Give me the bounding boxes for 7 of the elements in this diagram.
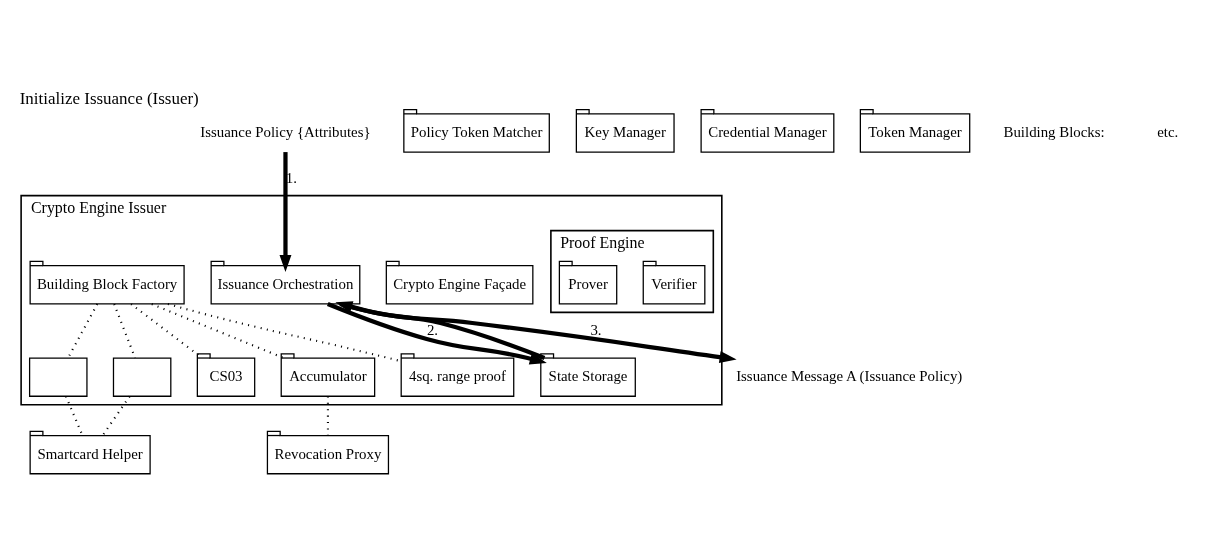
- node-text: Issuance Message A (Issuance Policy): [736, 368, 963, 385]
- label: Building Blocks:: [1003, 123, 1105, 140]
- edge-label: 3.: [590, 321, 602, 338]
- node-text: Issuance Policy {Attributes}: [200, 123, 371, 140]
- label: etc.: [1157, 123, 1179, 140]
- edge-label: 2.: [426, 321, 439, 338]
- diagram-title: Initialize Issuance (Issuer): [19, 89, 199, 109]
